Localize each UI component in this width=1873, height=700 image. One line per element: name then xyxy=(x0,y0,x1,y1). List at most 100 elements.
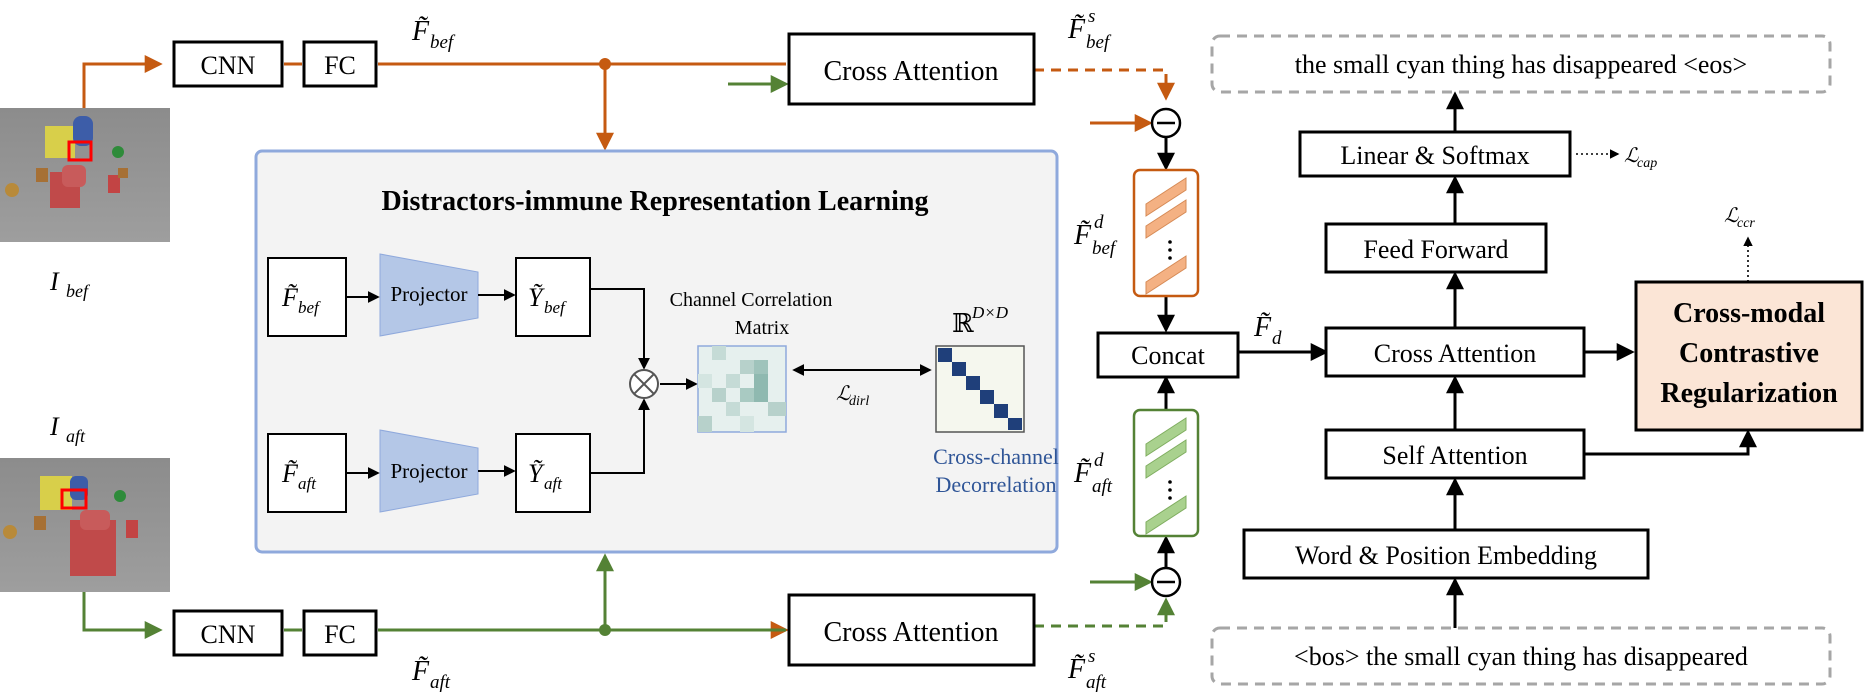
embedding-label: Word & Position Embedding xyxy=(1295,541,1597,570)
ccr-line2: Contrastive xyxy=(1679,338,1819,369)
svg-text:bef: bef xyxy=(430,32,456,53)
ccr-line3: Regularization xyxy=(1660,378,1838,409)
svg-text:Ỹ: Ỹ xyxy=(528,459,545,488)
projector-bef xyxy=(379,253,479,337)
svg-text:bef: bef xyxy=(66,281,91,301)
svg-text:bef: bef xyxy=(1092,238,1118,259)
after-branch-dot xyxy=(599,624,611,636)
feature-aft-s-label: F̃ s aft xyxy=(1067,646,1107,693)
svg-text:bef: bef xyxy=(298,298,321,317)
svg-text:D×D: D×D xyxy=(971,303,1009,322)
svg-text:bef: bef xyxy=(544,298,567,317)
cnn-after-label: CNN xyxy=(201,620,256,649)
subtract-bottom-operator xyxy=(1150,566,1182,598)
svg-text:F̃: F̃ xyxy=(281,283,299,312)
svg-text:I: I xyxy=(49,412,60,441)
svg-text:ccr: ccr xyxy=(1737,216,1755,231)
svg-text:F̃: F̃ xyxy=(411,16,430,47)
svg-text:ℝ: ℝ xyxy=(952,309,974,338)
decoder-cross-attention-label: Cross Attention xyxy=(1374,339,1537,368)
cnn-after-box xyxy=(172,609,284,657)
svg-text:s: s xyxy=(1088,646,1095,667)
loss-cap-label: ℒ cap xyxy=(1624,145,1657,171)
matrix-label-line2: Matrix xyxy=(735,317,789,339)
cross-attention-top-box xyxy=(787,32,1036,106)
ccr-box xyxy=(1634,280,1864,432)
linear-softmax-label: Linear & Softmax xyxy=(1340,141,1529,170)
loss-ccr-label: ℒ ccr xyxy=(1724,205,1755,231)
ccr-line1: Cross-modal xyxy=(1673,298,1825,329)
identity-matrix xyxy=(935,345,1025,433)
correlation-matrix xyxy=(697,345,787,433)
after-path-connectors xyxy=(82,75,1175,639)
before-branch-dot xyxy=(599,58,611,70)
feature-bef-label: F̃ bef xyxy=(411,16,456,53)
feature-d-label: F̃ d xyxy=(1253,312,1282,349)
svg-text:ℒ: ℒ xyxy=(1724,205,1739,227)
real-space-label: ℝ D×D xyxy=(952,303,1009,338)
output-caption: the small cyan thing has disappeared <eo… xyxy=(1295,50,1747,79)
feature-aft-d-label: F̃ d aft xyxy=(1073,450,1113,497)
cross-attention-top-label: Cross Attention xyxy=(823,56,998,87)
self-attention-label: Self Attention xyxy=(1382,441,1527,470)
svg-text:s: s xyxy=(1088,6,1095,27)
feature-bef-d-bars xyxy=(1132,168,1200,298)
decoder-connectors xyxy=(1446,91,1757,628)
svg-text:I: I xyxy=(49,267,60,296)
svg-text:d: d xyxy=(1094,212,1104,233)
concat-box xyxy=(1096,331,1240,379)
svg-text:F̃: F̃ xyxy=(1067,654,1086,685)
after-image-label: I aft xyxy=(49,412,86,446)
y-bef-box xyxy=(515,257,591,337)
projector-bef-label: Projector xyxy=(391,282,468,306)
cross-attention-bottom-label: Cross Attention xyxy=(823,617,998,648)
concat-label: Concat xyxy=(1131,341,1205,370)
svg-text:ℒ: ℒ xyxy=(836,383,851,405)
svg-text:aft: aft xyxy=(430,672,451,693)
svg-text:F̃: F̃ xyxy=(281,459,299,488)
after-image xyxy=(0,458,170,592)
feed-forward-box xyxy=(1324,222,1548,274)
dirl-input-aft-box xyxy=(267,433,347,513)
svg-text:F̃: F̃ xyxy=(1253,312,1272,343)
output-caption-box xyxy=(1210,34,1832,94)
fc-after-box xyxy=(302,609,378,657)
dirl-input-bef-label: F̃ bef xyxy=(281,283,321,317)
svg-text:cap: cap xyxy=(1637,156,1657,171)
subtract-top-operator xyxy=(1150,107,1182,139)
decorrelation-line1: Cross-channel xyxy=(933,444,1059,469)
input-caption-box xyxy=(1210,626,1832,686)
svg-text:d: d xyxy=(1094,450,1104,471)
svg-text:aft: aft xyxy=(298,474,317,493)
before-image-label: I bef xyxy=(49,267,91,301)
feature-aft-d-bars xyxy=(1132,408,1200,538)
cnn-before-label: CNN xyxy=(201,51,256,80)
projector-aft-label: Projector xyxy=(391,459,468,483)
input-caption: <bos> the small cyan thing has disappear… xyxy=(1294,642,1748,671)
decorrelation-line2: Decorrelation xyxy=(936,472,1057,497)
svg-text:F̃: F̃ xyxy=(411,656,430,687)
dirl-panel: Distractors-immune Representation Learni… xyxy=(254,149,1059,554)
before-image xyxy=(0,108,170,242)
feature-bef-s-label: F̃ s bef xyxy=(1067,6,1112,53)
multiply-operator xyxy=(629,369,659,399)
svg-text:bef: bef xyxy=(1086,32,1112,53)
dirl-title: Distractors-immune Representation Learni… xyxy=(382,186,929,217)
svg-text:dirl: dirl xyxy=(849,394,869,409)
matrix-label-line1: Channel Correlation xyxy=(670,289,833,311)
svg-text:F̃: F̃ xyxy=(1073,458,1092,489)
svg-text:aft: aft xyxy=(544,474,563,493)
svg-text:F̃: F̃ xyxy=(1073,220,1092,251)
svg-text:aft: aft xyxy=(1092,476,1113,497)
svg-text:aft: aft xyxy=(1086,672,1107,693)
loss-dirl-label: ℒ dirl xyxy=(836,383,869,409)
svg-text:Ỹ: Ỹ xyxy=(528,283,545,312)
fc-before-box xyxy=(302,40,378,88)
dirl-input-bef-box xyxy=(267,257,347,337)
projector-aft xyxy=(379,429,479,513)
feed-forward-label: Feed Forward xyxy=(1363,235,1508,264)
feature-bef-d-label: F̃ d bef xyxy=(1073,212,1118,259)
y-bef-label: Ỹ bef xyxy=(528,283,567,317)
linear-softmax-box xyxy=(1298,130,1572,178)
